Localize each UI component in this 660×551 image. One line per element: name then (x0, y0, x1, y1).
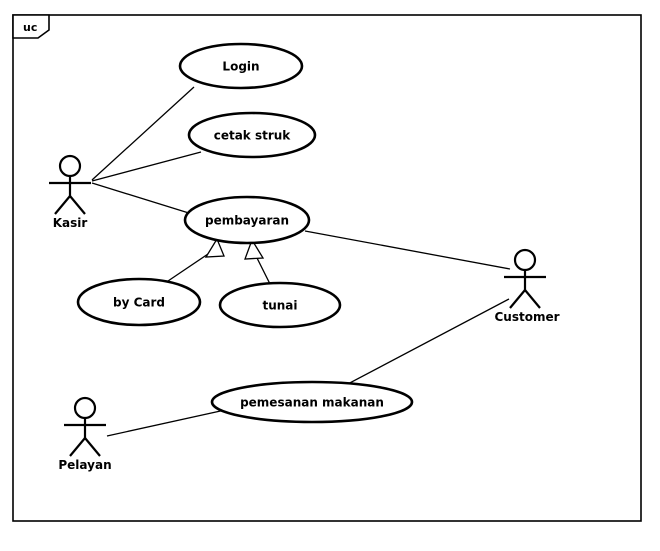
use-case-pembayaran[interactable]: pembayaran (183, 195, 311, 245)
association-lines (91, 86, 511, 437)
actor-right-leg-icon (84, 437, 101, 457)
actor-head-icon (58, 154, 82, 178)
frame-label: uc (23, 21, 37, 34)
use-case-label: pemesanan makanan (240, 396, 384, 410)
actor-kasir[interactable]: Kasir (49, 154, 91, 230)
generalization-arrowhead-by-card (204, 237, 225, 258)
use-case-label: Login (222, 60, 259, 74)
diagram-frame: uc (12, 14, 642, 522)
use-case-label: by Card (113, 296, 165, 310)
actor-right-leg-icon (524, 289, 541, 309)
use-case-cetak-struk[interactable]: cetak struk (187, 111, 317, 159)
generalization-line-by-card (167, 251, 212, 282)
generalization-line-tunai (255, 255, 271, 285)
association-pelayan-pemesanan-makanan (106, 409, 226, 437)
frame-border (12, 14, 642, 522)
use-case-ellipse[interactable] (218, 281, 342, 329)
frame-tab (12, 14, 50, 39)
use-case-label: cetak struk (214, 129, 292, 143)
association-kasir-login (91, 86, 195, 181)
use-case-login[interactable]: Login (178, 42, 304, 90)
actor-head-icon (73, 396, 97, 420)
association-kasir-pembayaran (91, 182, 193, 215)
use-case-ellipse[interactable] (178, 42, 304, 90)
actor-left-leg-icon (54, 195, 71, 215)
association-customer-pemesanan-makanan (343, 298, 510, 387)
actor-left-leg-icon (69, 437, 86, 457)
use-case-by-card[interactable]: by Card (76, 277, 202, 327)
generalization-arrows (167, 237, 271, 285)
actor-left-leg-icon (509, 289, 526, 309)
actor-head-icon (513, 248, 537, 272)
generalization-arrowhead-tunai (244, 238, 265, 260)
use-case-tunai[interactable]: tunai (218, 281, 342, 329)
actor-label: Pelayan (58, 458, 111, 472)
use-case-pemesanan-makanan[interactable]: pemesanan makanan (210, 380, 414, 424)
use-case-ellipse[interactable] (210, 380, 414, 424)
association-kasir-cetak-struk (91, 151, 202, 182)
use-case-label: tunai (262, 299, 297, 313)
actor-right-leg-icon (69, 195, 86, 215)
actor-customer[interactable]: Customer (494, 248, 560, 324)
actor-pelayan[interactable]: Pelayan (58, 396, 112, 472)
use-case-ellipse[interactable] (76, 277, 202, 327)
actor-label: Kasir (53, 216, 88, 230)
use-case-label: pembayaran (205, 214, 289, 228)
use-case-ellipse[interactable] (183, 195, 311, 245)
association-pembayaran-customer (304, 230, 511, 270)
use-case-ellipse[interactable] (187, 111, 317, 159)
actor-label: Customer (494, 310, 559, 324)
